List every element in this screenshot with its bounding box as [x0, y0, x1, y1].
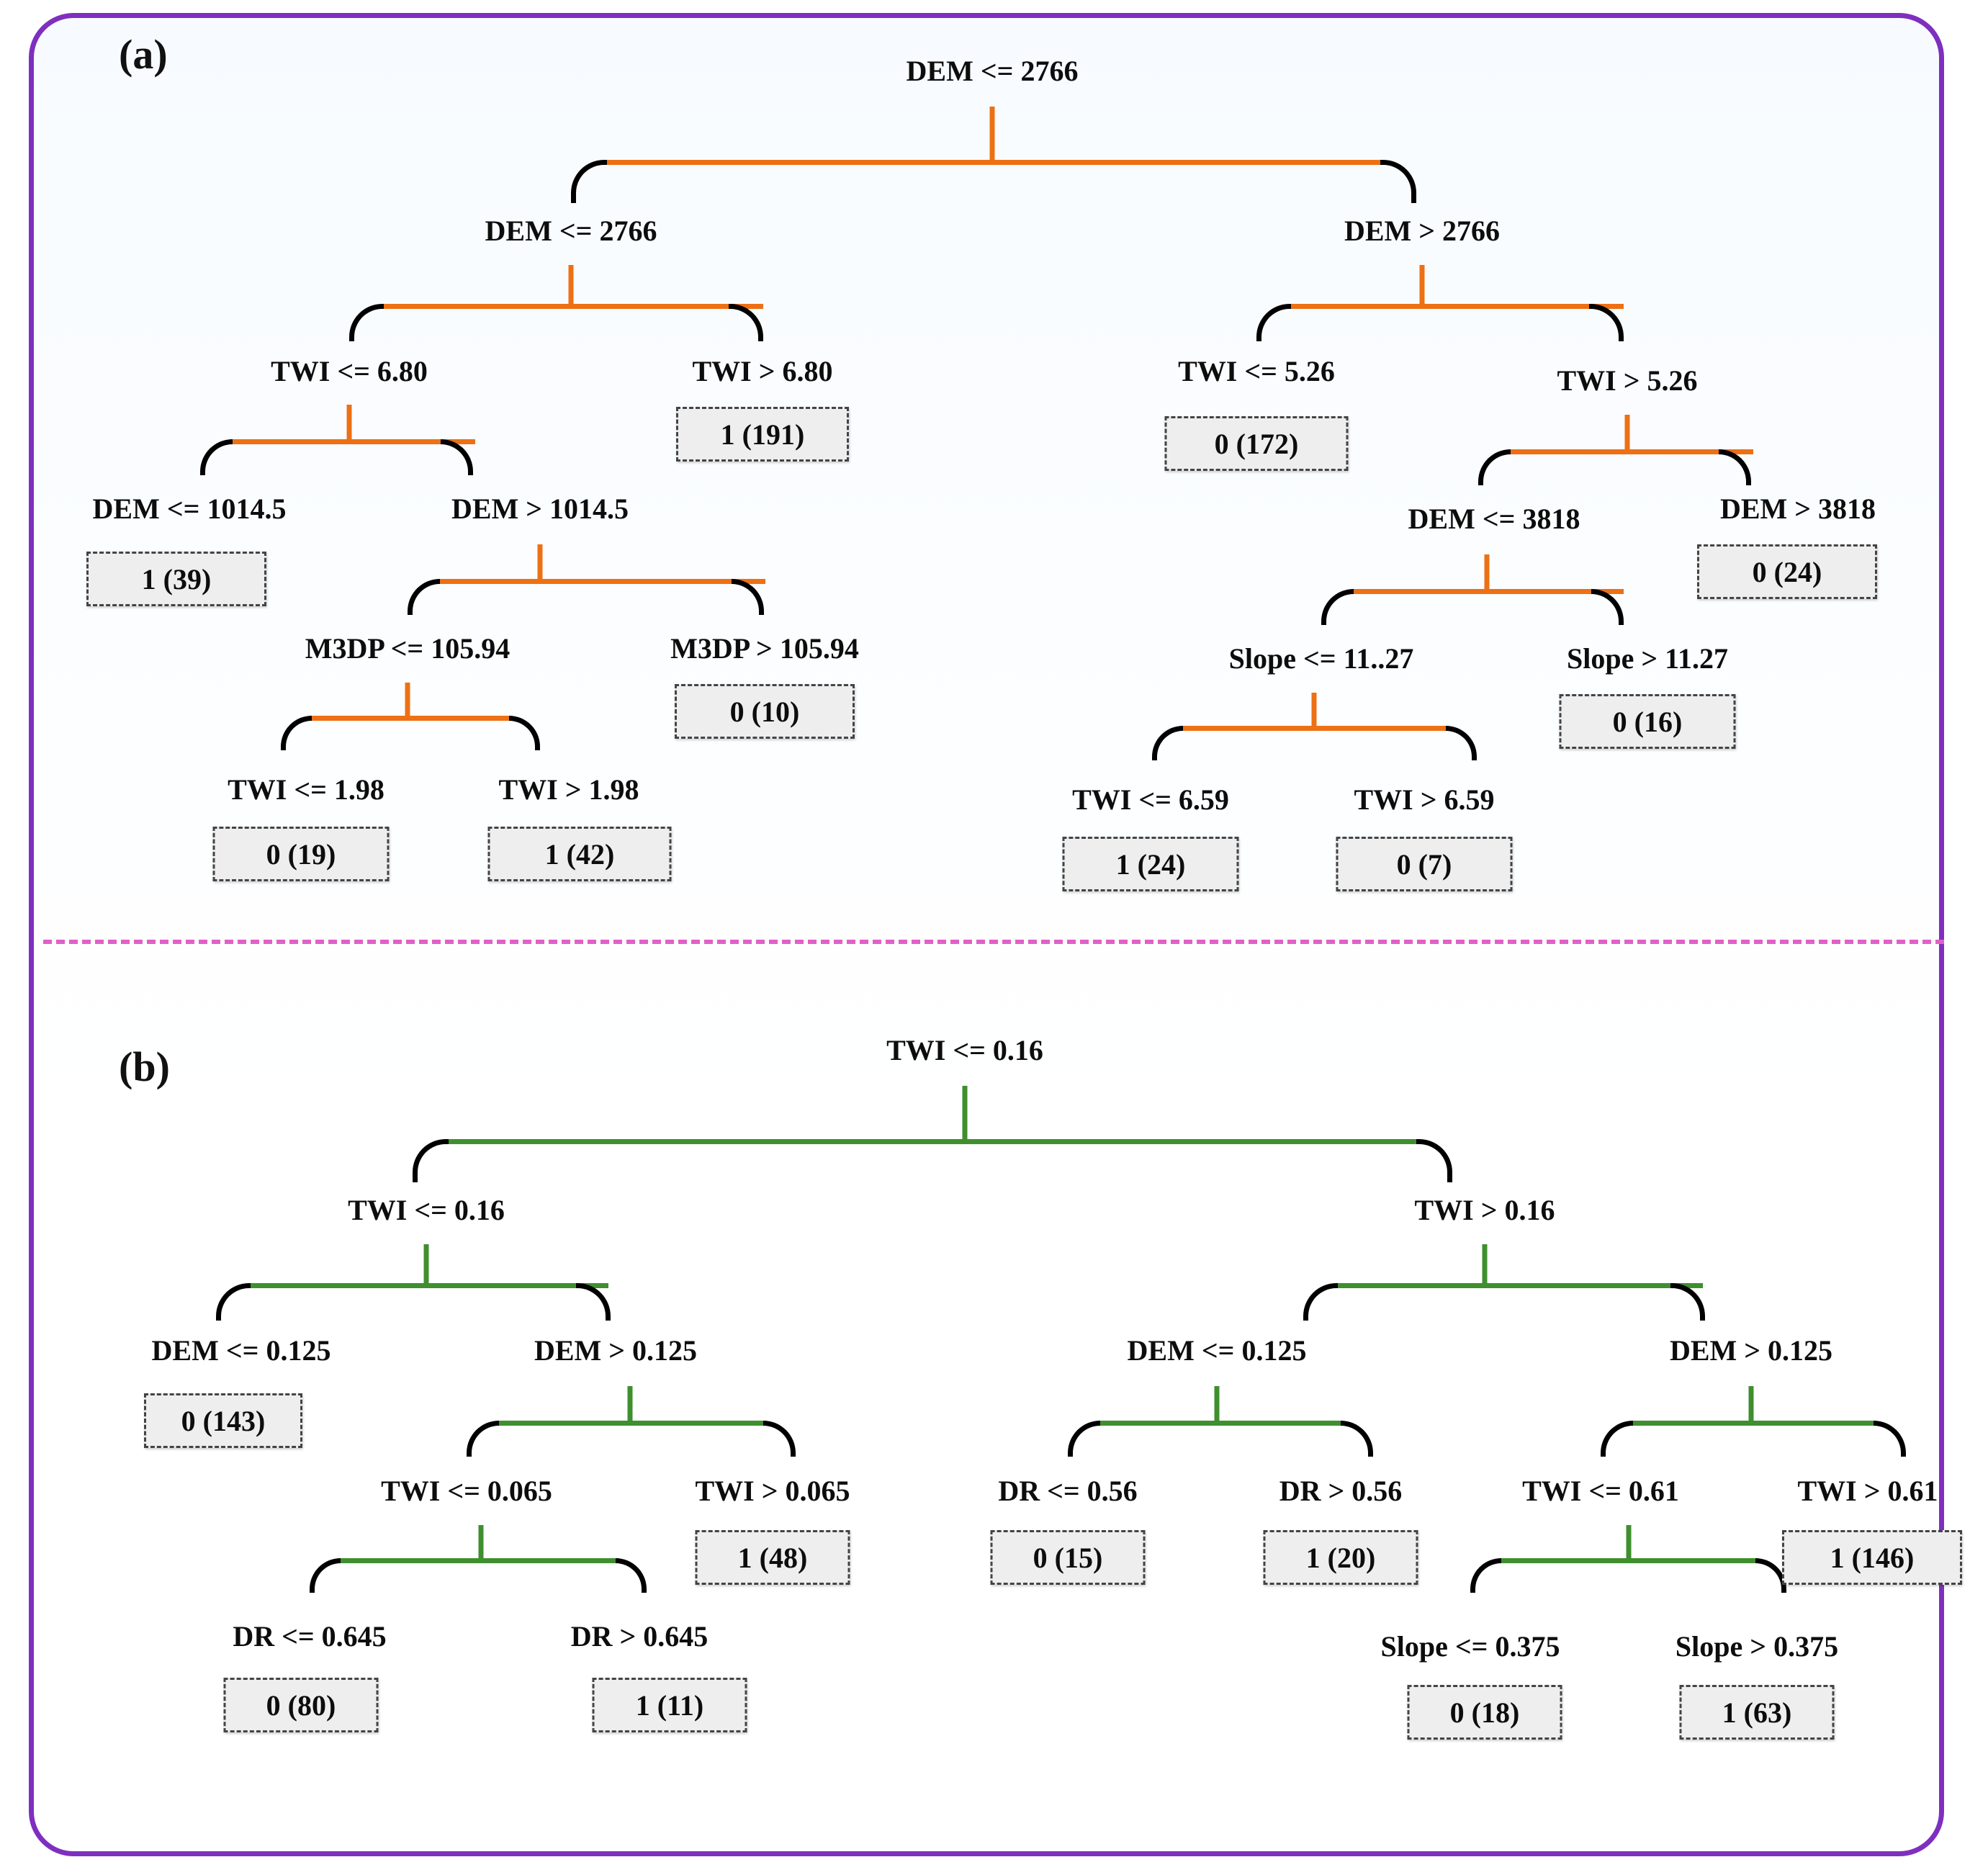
node-b-dem-gt-0125-left: DEM > 0.125 [534, 1334, 698, 1367]
leaf-a-0-16: 0 (16) [1559, 694, 1736, 749]
edge-b-l2r-stem [1482, 1244, 1488, 1286]
leaf-b-1-48: 1 (48) [695, 1530, 850, 1585]
edge-a-l4b-stem [1484, 554, 1490, 592]
node-a-twi-gt-680: TWI > 6.80 [692, 355, 833, 387]
node-a-twi-gt-198: TWI > 1.98 [498, 773, 639, 806]
leaf-b-1-146: 1 (146) [1782, 1530, 1962, 1585]
node-a-dem-gt-2766: DEM > 2766 [1344, 215, 1501, 247]
node-b-twi-le-016: TWI <= 0.16 [348, 1194, 505, 1226]
panel-b-label: (b) [119, 1043, 170, 1090]
node-a-dem-le-3818: DEM <= 3818 [1408, 503, 1580, 535]
node-b-root: TWI <= 0.16 [886, 1034, 1043, 1066]
node-a-twi-le-198: TWI <= 1.98 [228, 773, 384, 806]
node-b-twi-le-061: TWI <= 0.61 [1522, 1475, 1679, 1507]
edge-a-root-stem [989, 107, 995, 163]
edge-a-l5a-stem [405, 683, 410, 719]
edge-a-l2r-stem [1419, 265, 1425, 307]
node-a-m3dp-gt: M3DP > 105.94 [670, 632, 859, 665]
leaf-b-1-11: 1 (11) [592, 1678, 747, 1732]
node-a-twi-gt-526: TWI > 5.26 [1557, 364, 1698, 397]
edge-b-l4b-bar [1499, 1558, 1758, 1563]
edge-a-l4b-bar [1351, 589, 1624, 594]
edge-b-root-bar [446, 1139, 1418, 1144]
node-a-twi-gt-659: TWI > 6.59 [1354, 783, 1495, 816]
leaf-a-1-39: 1 (39) [86, 552, 266, 606]
node-a-twi-le-659: TWI <= 6.59 [1072, 783, 1229, 816]
edge-a-l3d-stem [1624, 415, 1630, 452]
leaf-b-0-18: 0 (18) [1407, 1685, 1562, 1740]
leaf-a-1-42: 1 (42) [487, 827, 672, 881]
edge-b-l3c-bar [1631, 1421, 1876, 1426]
edge-a-l3a-bar [230, 439, 475, 444]
leaf-b-0-80: 0 (80) [223, 1678, 379, 1732]
leaf-a-0-24: 0 (24) [1697, 544, 1877, 599]
leaf-a-0-19: 0 (19) [212, 827, 390, 881]
edge-a-l3a-stem [346, 405, 352, 442]
edge-b-l3b-stem [1214, 1386, 1220, 1424]
node-b-twi-gt-061: TWI > 0.61 [1797, 1475, 1938, 1507]
edge-a-l3d-bar [1508, 449, 1753, 454]
edge-a-l2l-stem [568, 265, 574, 307]
leaf-a-1-191: 1 (191) [676, 407, 849, 462]
edge-a-l4a-stem [537, 544, 543, 582]
edge-a-l2l-bar [382, 304, 763, 309]
edge-b-root-stem [962, 1086, 968, 1142]
node-b-twi-gt-016: TWI > 0.16 [1414, 1194, 1555, 1226]
edge-b-l2r-bar [1336, 1283, 1703, 1288]
node-b-dem-le-0125-left: DEM <= 0.125 [151, 1334, 331, 1367]
leaf-b-0-15: 0 (15) [990, 1530, 1146, 1585]
panel-a-label: (a) [119, 31, 168, 78]
node-a-dem-gt-10145: DEM > 1014.5 [451, 493, 629, 525]
edge-a-l4a-bar [438, 579, 765, 584]
leaf-b-1-63: 1 (63) [1679, 1685, 1835, 1740]
edge-a-l2r-bar [1289, 304, 1624, 309]
edge-a-l5b-stem [1311, 693, 1317, 729]
node-b-twi-gt-0065: TWI > 0.065 [695, 1475, 850, 1507]
node-b-dem-gt-0125-right: DEM > 0.125 [1669, 1334, 1833, 1367]
node-b-twi-le-0065: TWI <= 0.065 [381, 1475, 552, 1507]
node-a-twi-le-526: TWI <= 5.26 [1178, 355, 1335, 387]
node-b-dr-gt-056: DR > 0.56 [1279, 1475, 1403, 1507]
edge-b-l2l-bar [248, 1283, 608, 1288]
node-b-dem-le-0125-right: DEM <= 0.125 [1127, 1334, 1307, 1367]
edge-a-root-bar [605, 160, 1382, 165]
edge-b-l3c-stem [1748, 1386, 1754, 1424]
leaf-a-0-172: 0 (172) [1164, 416, 1349, 471]
edge-b-l3a-bar [497, 1421, 767, 1426]
leaf-a-0-7: 0 (7) [1336, 837, 1513, 891]
edge-b-l3b-bar [1098, 1421, 1343, 1426]
leaf-a-1-24: 1 (24) [1062, 837, 1239, 891]
node-b-slope-gt-0375: Slope > 0.375 [1675, 1630, 1839, 1663]
leaf-a-0-10: 0 (10) [675, 684, 855, 739]
node-a-dem-gt-3818: DEM > 3818 [1719, 493, 1876, 525]
node-b-slope-le-0375: Slope <= 0.375 [1380, 1630, 1560, 1663]
edge-b-l4a-bar [338, 1558, 619, 1563]
node-b-dr-le-056: DR <= 0.56 [998, 1475, 1138, 1507]
panel-divider [43, 940, 1944, 944]
figure-border [29, 13, 1944, 1856]
edge-a-l5a-bar [310, 716, 513, 721]
edge-b-l4b-stem [1626, 1525, 1632, 1561]
edge-b-l2l-stem [423, 1244, 429, 1286]
edge-b-l4a-stem [478, 1525, 484, 1561]
node-a-dem-le-2766: DEM <= 2766 [485, 215, 657, 247]
node-a-dem-le-10145: DEM <= 1014.5 [92, 493, 287, 525]
edge-b-l3a-stem [627, 1386, 633, 1424]
node-a-slope-le-1127: Slope <= 11..27 [1228, 642, 1414, 675]
node-a-m3dp-le: M3DP <= 105.94 [305, 632, 511, 665]
edge-a-l5b-bar [1181, 726, 1449, 731]
node-a-twi-le-680: TWI <= 6.80 [271, 355, 428, 387]
node-b-dr-le-0645: DR <= 0.645 [233, 1620, 387, 1653]
leaf-b-0-143: 0 (143) [144, 1393, 302, 1448]
node-b-dr-gt-0645: DR > 0.645 [570, 1620, 709, 1653]
leaf-b-1-20: 1 (20) [1263, 1530, 1418, 1585]
node-a-slope-gt-1127: Slope > 11.27 [1567, 642, 1728, 675]
node-a-root: DEM <= 2766 [906, 55, 1079, 87]
